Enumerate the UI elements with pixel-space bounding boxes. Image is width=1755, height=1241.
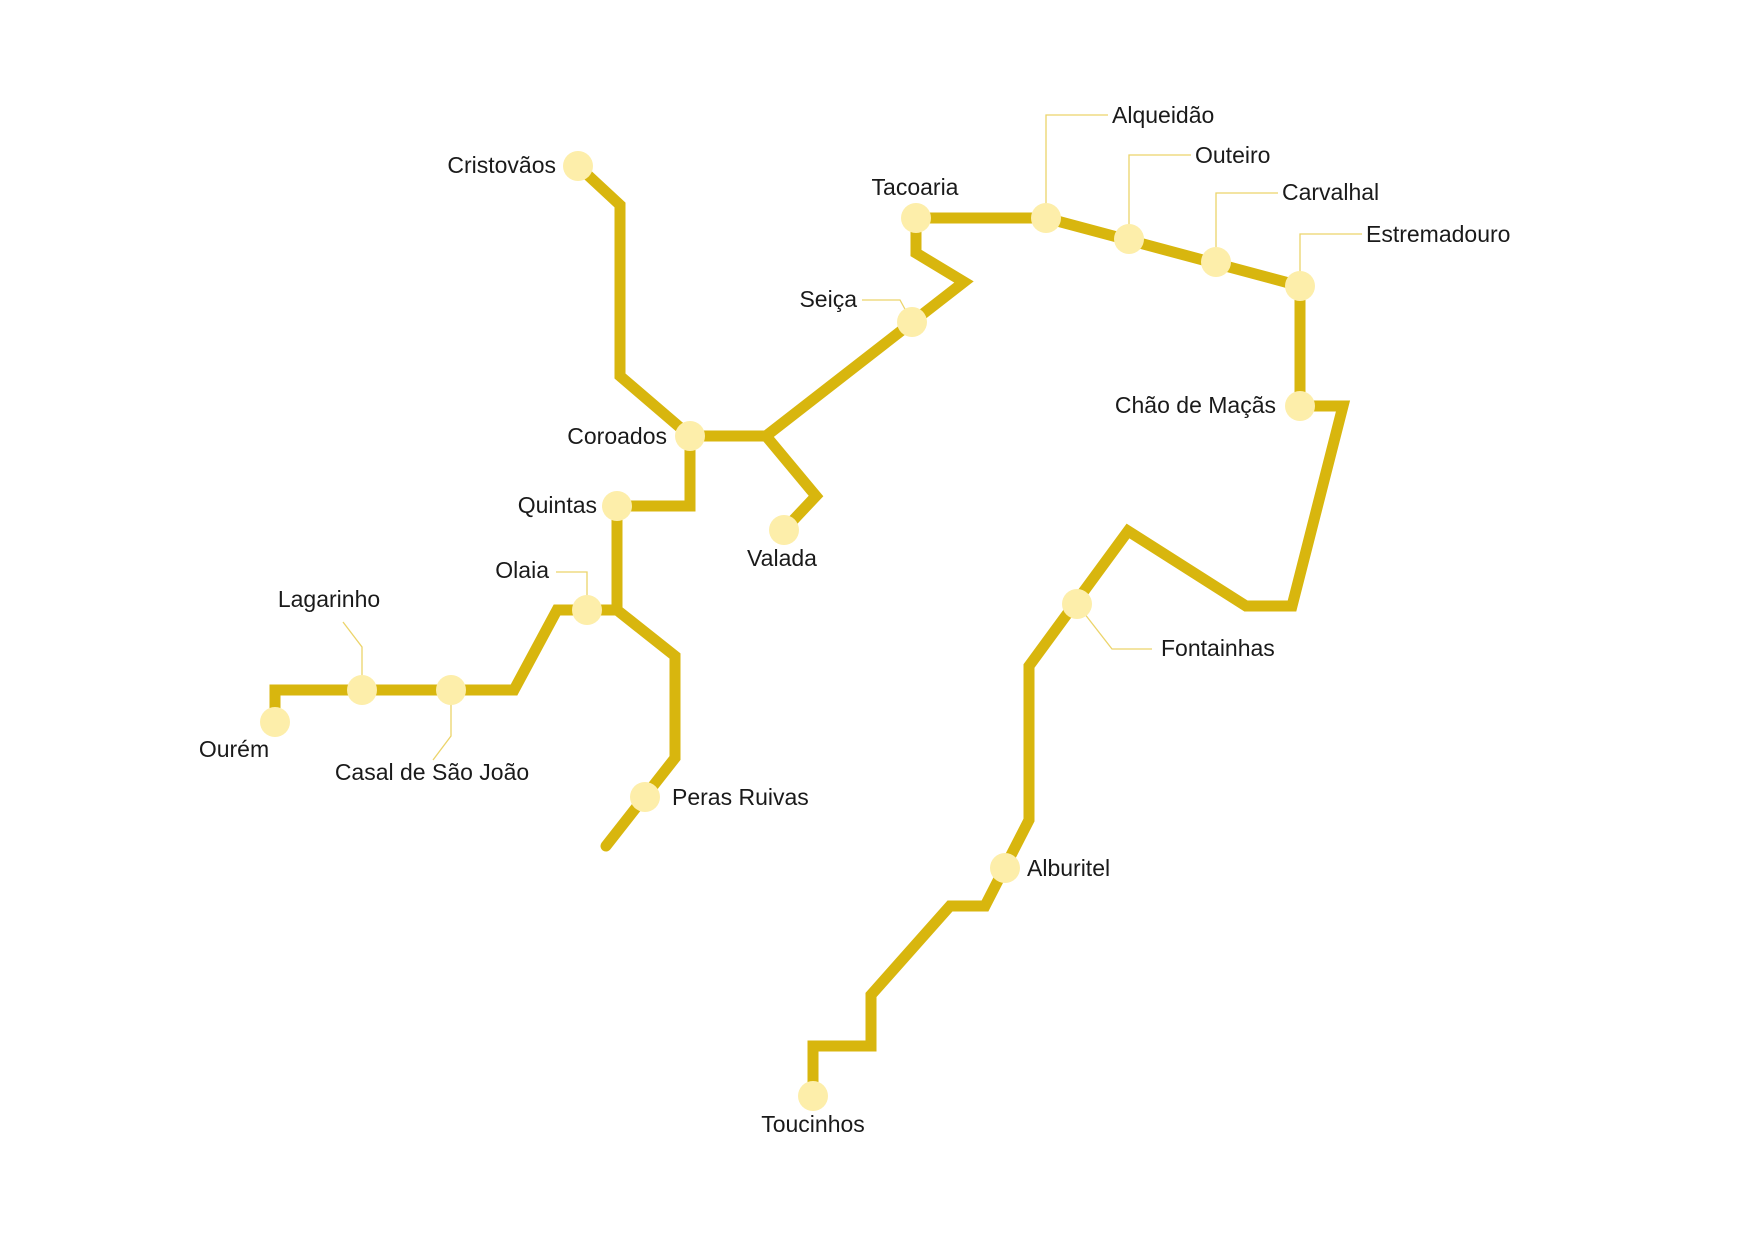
station-labels: Cristovãos Coroados Quintas Olaia Lagari… [199, 102, 1511, 1137]
label-leaders [342, 114, 1362, 761]
label-quintas: Quintas [518, 492, 597, 518]
station-tacoaria[interactable] [901, 203, 931, 233]
station-alqueidao[interactable] [1031, 203, 1061, 233]
route-seica-tacoaria [760, 212, 1306, 442]
label-valada: Valada [747, 545, 817, 571]
station-seica[interactable] [897, 307, 927, 337]
station-ourem[interactable] [260, 707, 290, 737]
station-casal-sao-joao[interactable] [436, 675, 466, 705]
station-toucinhos[interactable] [798, 1081, 828, 1111]
station-coroados[interactable] [675, 421, 705, 451]
label-peras-ruivas: Peras Ruivas [672, 784, 809, 810]
label-ourem: Ourém [199, 736, 269, 762]
station-fontainhas[interactable] [1062, 589, 1092, 619]
label-estremadouro: Estremadouro [1366, 221, 1510, 247]
label-lagarinho: Lagarinho [278, 586, 380, 612]
route-coroados-quintas [611, 430, 696, 512]
label-fontainhas: Fontainhas [1161, 635, 1275, 661]
route-valada [760, 430, 824, 536]
leader-carvalhal [1215, 192, 1278, 262]
label-seica: Seiça [799, 286, 857, 312]
station-outeiro[interactable] [1114, 224, 1144, 254]
label-outeiro: Outeiro [1195, 142, 1270, 168]
station-carvalhal[interactable] [1201, 247, 1231, 277]
label-coroados: Coroados [567, 423, 667, 449]
label-alqueidao: Alqueidão [1112, 102, 1214, 128]
label-toucinhos: Toucinhos [761, 1111, 865, 1137]
route-olaia-ourem [269, 604, 623, 728]
station-quintas[interactable] [602, 491, 632, 521]
leader-fontainhas [1076, 603, 1152, 650]
route-cristovaos-coroados [572, 160, 772, 442]
route-estremadouro-fontainhas [807, 280, 1351, 1102]
station-lagarinho[interactable] [347, 675, 377, 705]
label-casal-sao-joao: Casal de São João [335, 759, 529, 785]
leader-outeiro [1128, 154, 1191, 239]
label-olaia: Olaia [495, 557, 549, 583]
station-chao-de-macas[interactable] [1285, 391, 1315, 421]
station-olaia[interactable] [572, 595, 602, 625]
station-peras-ruivas[interactable] [630, 782, 660, 812]
station-valada[interactable] [769, 515, 799, 545]
label-carvalhal: Carvalhal [1282, 179, 1379, 205]
leader-alqueidao [1045, 114, 1108, 218]
station-estremadouro[interactable] [1285, 271, 1315, 301]
label-tacoaria: Tacoaria [872, 174, 959, 200]
label-chao-de-macas: Chão de Maçãs [1115, 392, 1276, 418]
label-alburitel: Alburitel [1027, 855, 1110, 881]
leader-casal-sao-joao [432, 690, 452, 761]
station-alburitel[interactable] [990, 853, 1020, 883]
station-cristovaos[interactable] [563, 151, 593, 181]
label-cristovaos: Cristovãos [447, 152, 556, 178]
leader-estremadouro [1299, 233, 1362, 286]
stations [260, 151, 1315, 1111]
